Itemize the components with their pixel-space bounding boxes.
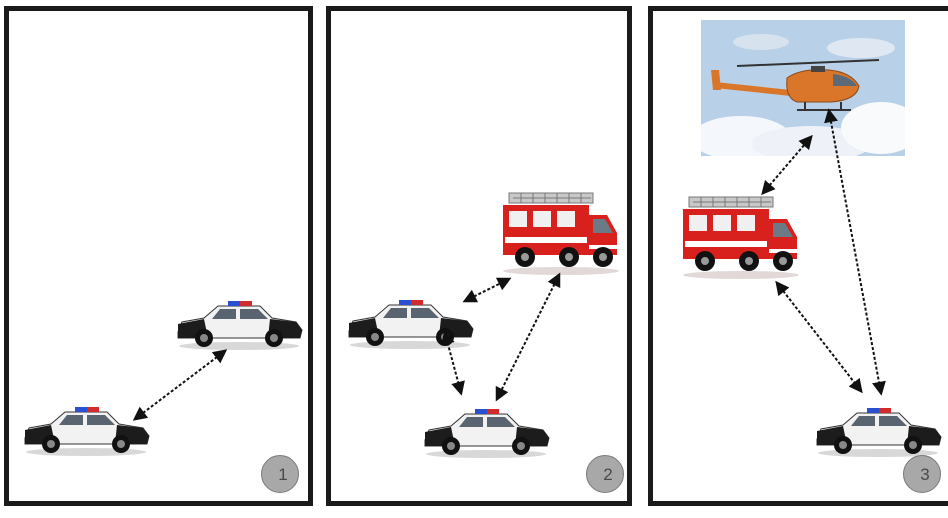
police-car-icon <box>178 301 302 350</box>
fire-truck-icon <box>503 193 619 275</box>
link-arrow <box>135 351 225 419</box>
step-badge: 2 <box>586 455 624 493</box>
scenario-panel-1: 1 <box>4 6 313 506</box>
fire-truck-icon <box>683 197 799 279</box>
panel-1-drawing <box>9 11 308 501</box>
panel-3-drawing <box>653 11 948 501</box>
link-arrow <box>497 275 559 399</box>
police-car-icon <box>349 300 473 349</box>
police-car-icon <box>25 407 149 456</box>
scenario-panel-2: 2 <box>326 6 632 506</box>
link-arrow <box>777 283 861 391</box>
panel-2-drawing <box>331 11 627 501</box>
scenario-panel-3: 3 <box>648 6 948 506</box>
link-arrow <box>465 279 509 301</box>
helicopter-icon <box>691 20 921 162</box>
step-badge: 1 <box>261 455 299 493</box>
police-car-icon <box>425 409 549 458</box>
police-car-icon <box>817 408 941 457</box>
step-badge: 3 <box>903 455 941 493</box>
